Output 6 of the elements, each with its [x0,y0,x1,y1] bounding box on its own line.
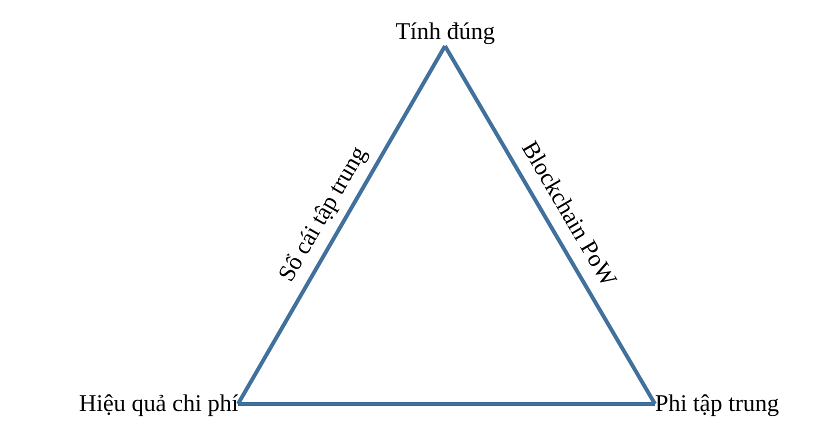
vertex-label: Hiệu quả chi phí [79,390,238,418]
triangle-side [443,44,657,406]
triangle-side [236,45,447,405]
vertex-label: Phi tập trung [655,390,779,418]
triangle-side [238,402,655,406]
vertex-label: Tính đúng [396,18,495,46]
